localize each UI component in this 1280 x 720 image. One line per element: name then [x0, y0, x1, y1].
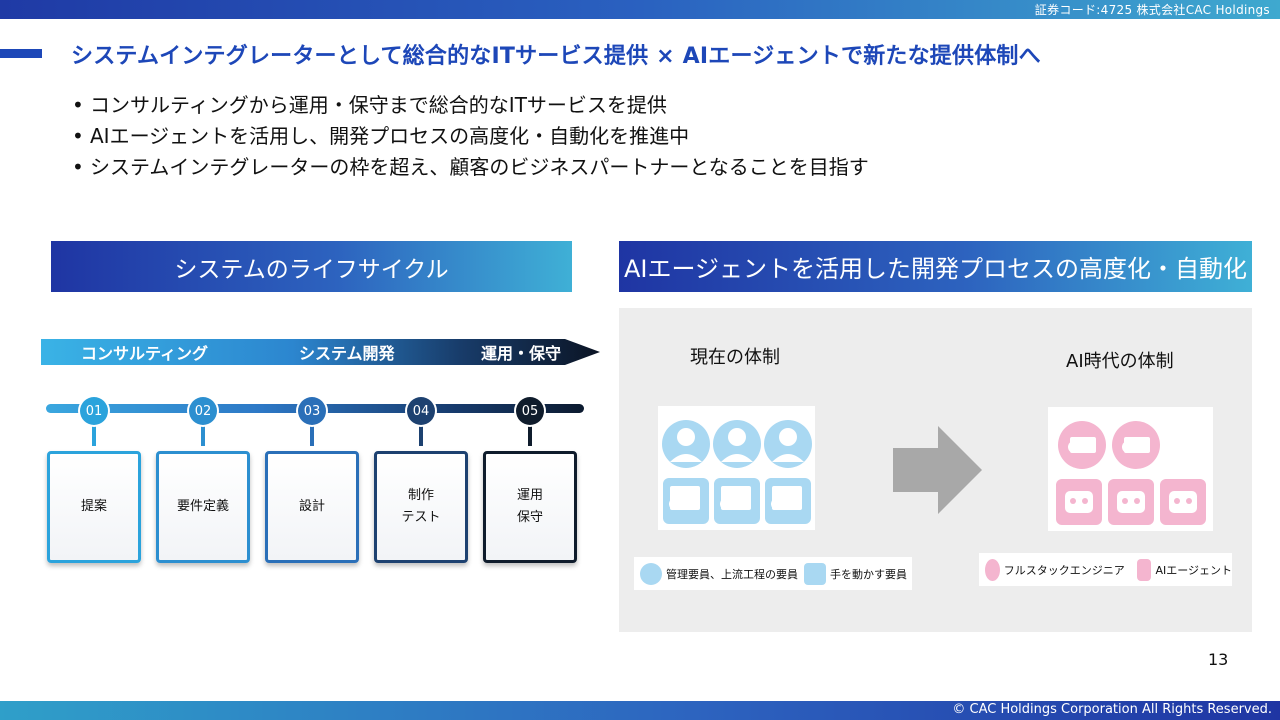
step-stem — [310, 424, 314, 446]
page-title: システムインテグレーターとして総合的なITサービス提供 × AIエージェントで新… — [71, 44, 1041, 69]
current-legend: 管理要員、上流工程の要員 手を動かす要員 — [634, 557, 912, 590]
step-number: 04 — [407, 397, 435, 425]
legend-label: 手を動かす要員 — [830, 567, 907, 581]
step-number: 03 — [298, 397, 326, 425]
worker-legend-icon — [804, 562, 826, 585]
ai-section-header: AIエージェントを活用した開発プロセスの高度化・自動化 — [619, 241, 1252, 292]
fullstack-engineer-icon — [1058, 421, 1106, 469]
bullet-list: コンサルティングから運用・保守まで総合的なITサービスを提供 AIエージェントを… — [72, 90, 869, 183]
bullet-item: AIエージェントを活用し、開発プロセスの高度化・自動化を推進中 — [72, 121, 869, 152]
manager-icon — [713, 420, 761, 468]
fullstack-legend-icon — [985, 558, 1000, 581]
step-label: 要件定義 — [176, 499, 229, 514]
current-team-icons — [662, 420, 812, 524]
future-icons-box — [1048, 407, 1213, 531]
phase-label-operation: 運用・保守 — [481, 344, 562, 363]
footer-bar: © CAC Holdings Corporation All Rights Re… — [0, 701, 1280, 720]
legend-label: 管理要員、上流工程の要員 — [666, 567, 798, 581]
corporate-code-label: 証券コード:4725 株式会社CAC Holdings — [1034, 3, 1270, 17]
step-stem — [528, 424, 532, 446]
step-stem — [419, 424, 423, 446]
top-bar: 証券コード:4725 株式会社CAC Holdings — [0, 0, 1280, 19]
ai-agent-legend-icon — [1136, 558, 1152, 581]
future-structure-label: AI時代の体制 — [1066, 351, 1174, 372]
step-label: 提案 — [80, 499, 107, 514]
copyright-text: © CAC Holdings Corporation All Rights Re… — [952, 702, 1272, 717]
step-label: 運用 — [516, 488, 543, 503]
bullet-item: コンサルティングから運用・保守まで総合的なITサービスを提供 — [72, 90, 869, 121]
phase-label-consulting: コンサルティング — [81, 344, 209, 363]
step-number: 05 — [516, 397, 544, 425]
step-label: 保守 — [516, 510, 543, 525]
step-label: 制作 — [407, 488, 434, 503]
ai-agent-icon — [1160, 479, 1206, 525]
legend-label: フルスタックエンジニア — [1003, 563, 1125, 577]
page-number: 13 — [1208, 650, 1229, 669]
step-stem — [201, 424, 205, 446]
fullstack-engineer-icon — [1112, 421, 1160, 469]
phase-arrow — [41, 339, 600, 365]
bullet-item: システムインテグレーターの枠を超え、顧客のビジネスパートナーとなることを目指す — [72, 152, 869, 183]
step-card-operation: 運用 保守 — [483, 451, 577, 563]
manager-icon — [764, 420, 812, 468]
future-legend: フルスタックエンジニア AIエージェント — [979, 553, 1232, 586]
step-card-build-test: 制作 テスト — [374, 451, 468, 563]
step-card-proposal: 提案 — [47, 451, 141, 563]
step-card-requirements: 要件定義 — [156, 451, 250, 563]
worker-icon — [765, 478, 811, 524]
current-structure-label: 現在の体制 — [690, 347, 780, 368]
future-team-icons — [1056, 421, 1206, 525]
step-number: 02 — [189, 397, 217, 425]
worker-icon — [714, 478, 760, 524]
phase-label-development: システム開発 — [299, 344, 395, 363]
worker-icon — [663, 478, 709, 524]
step-label: テスト — [401, 510, 441, 525]
manager-icon — [662, 420, 710, 468]
legend-label: AIエージェント — [1155, 563, 1232, 577]
step-label: 設計 — [298, 499, 325, 514]
ai-agent-icon — [1056, 479, 1102, 525]
manager-legend-icon — [640, 562, 662, 585]
step-card-design: 設計 — [265, 451, 359, 563]
current-icons-box — [658, 406, 815, 530]
step-number: 01 — [80, 397, 108, 425]
transition-arrow-icon — [893, 426, 982, 514]
title-accent-bar — [0, 49, 42, 58]
step-stem — [92, 424, 96, 446]
ai-agent-icon — [1108, 479, 1154, 525]
lifecycle-header: システムのライフサイクル — [51, 241, 572, 292]
